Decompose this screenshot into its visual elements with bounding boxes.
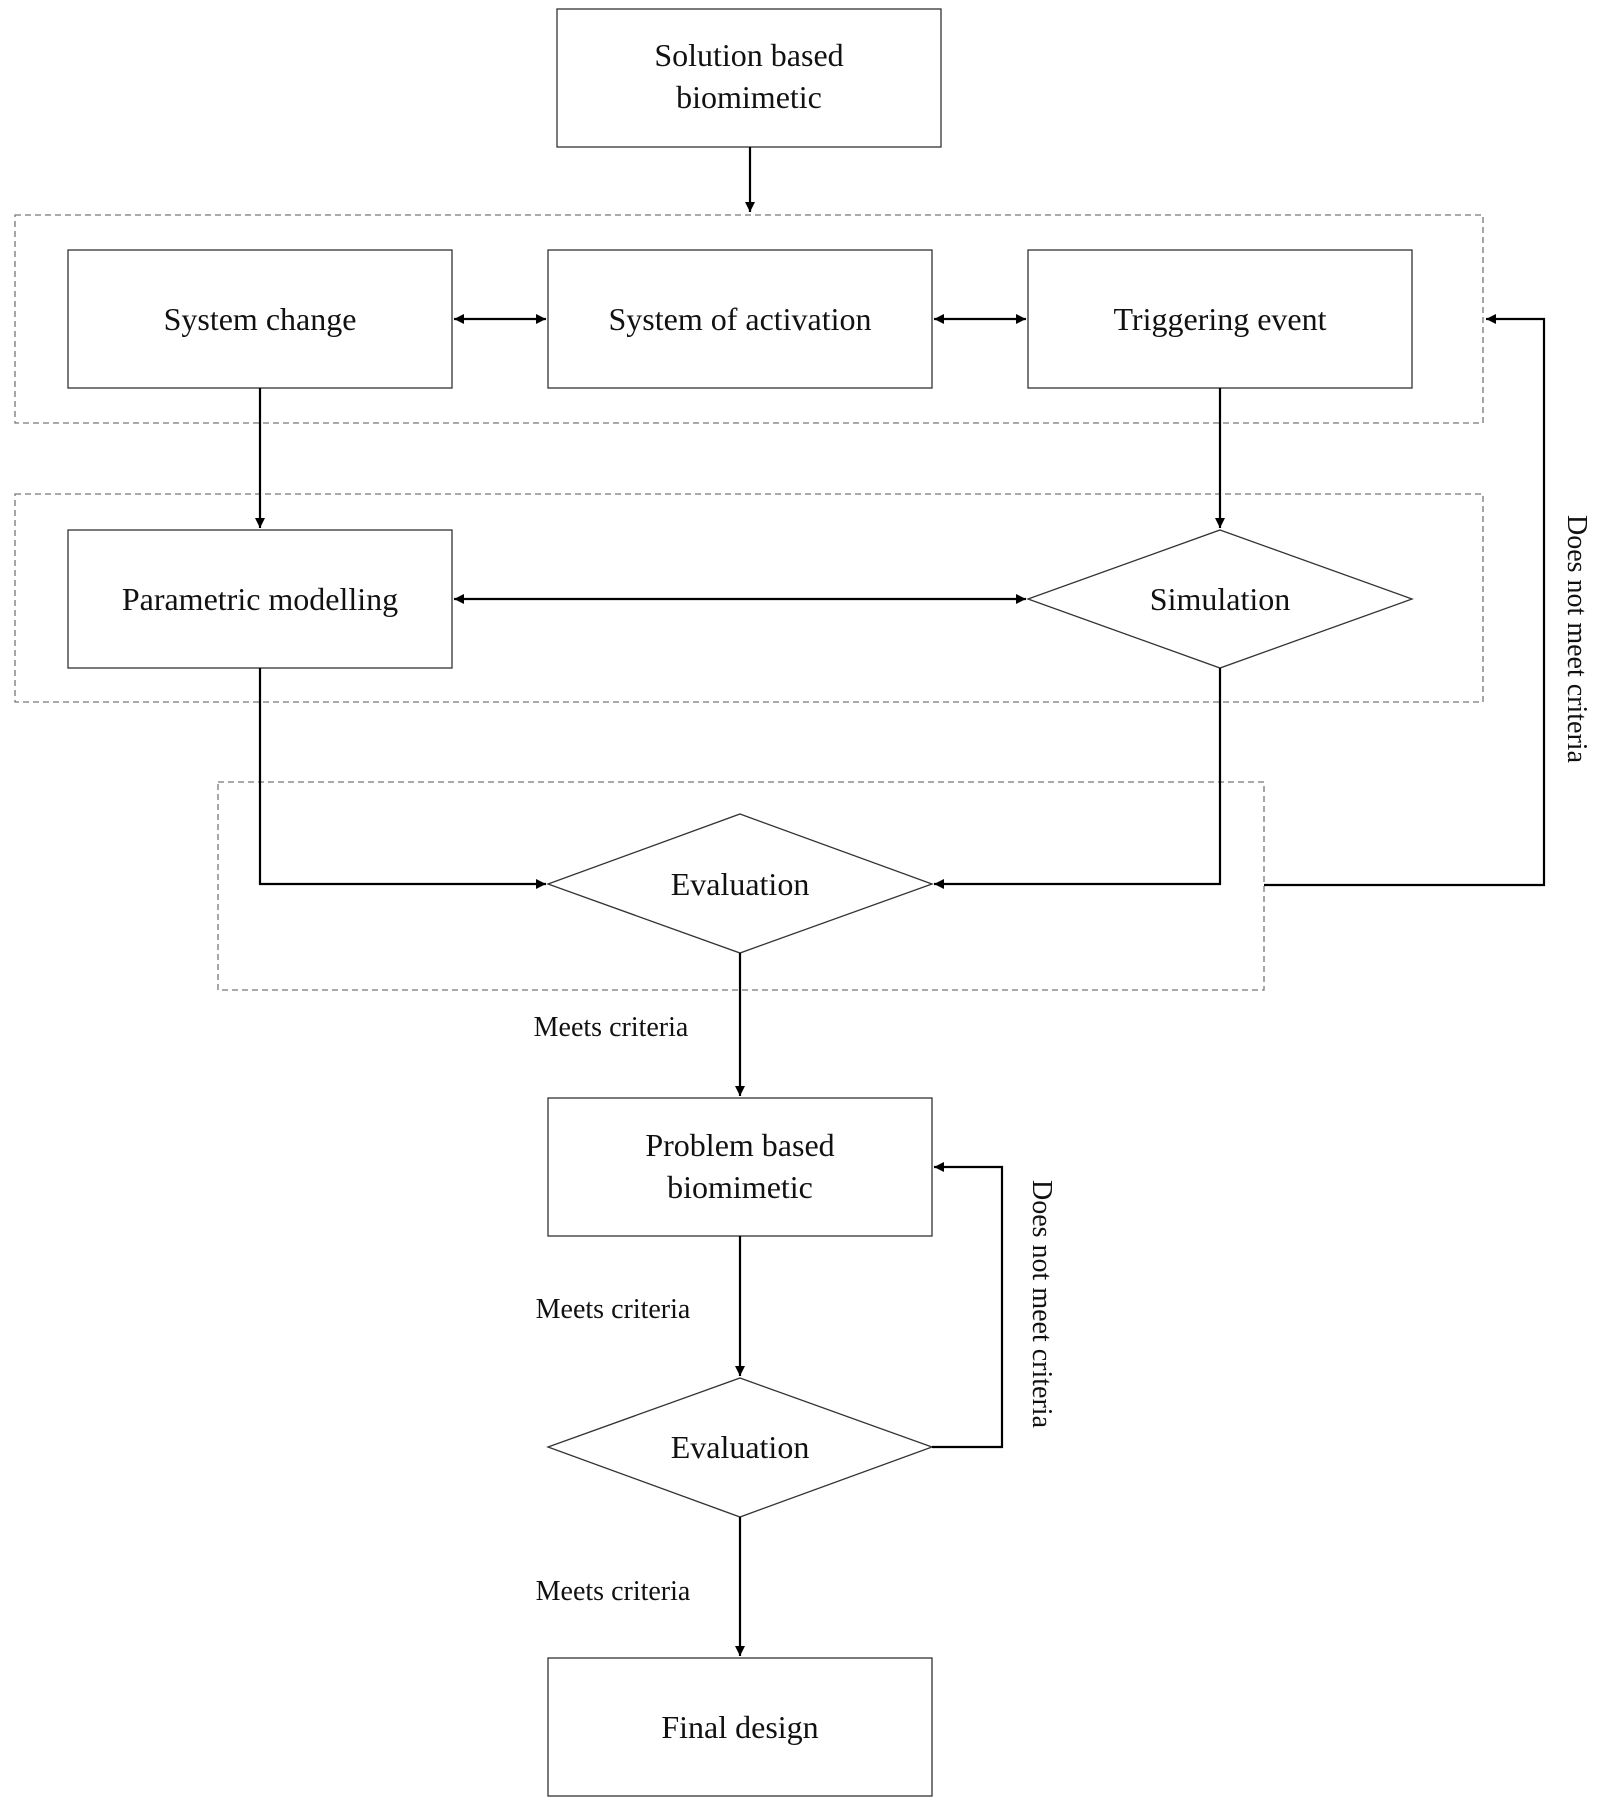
final-design-label: Final design	[661, 1709, 818, 1745]
solution-based-label-line2: biomimetic	[676, 79, 822, 115]
evaluation-1-label: Evaluation	[671, 866, 810, 902]
not-meets-criteria-label-2: Does not meet criteria	[1026, 1180, 1057, 1429]
triggering-event-label: Triggering event	[1113, 301, 1326, 337]
group-modelling-box	[14, 493, 1484, 703]
evaluation-2-label: Evaluation	[671, 1429, 810, 1465]
meets-criteria-label-2: Meets criteria	[536, 1294, 691, 1325]
not-meets-criteria-label-1: Does not meet criteria	[1561, 515, 1592, 764]
problem-based-label-line1: Problem based	[645, 1127, 834, 1163]
simulation-label: Simulation	[1150, 581, 1290, 617]
system-activation-label: System of activation	[608, 301, 871, 337]
meets-criteria-label-1: Meets criteria	[534, 1012, 689, 1043]
problem-based-label-line2: biomimetic	[667, 1169, 813, 1205]
system-change-label: System change	[164, 301, 357, 337]
arrow-not-meets-loop-2	[932, 1162, 1004, 1449]
arrow-not-meets-loop-1	[1264, 314, 1546, 887]
arrow-simulation-to-evaluation	[934, 668, 1222, 889]
system-activation-box	[547, 249, 933, 389]
triggering-event-box	[1027, 249, 1413, 389]
parametric-modelling-label: Parametric modelling	[122, 581, 398, 617]
solution-based-box	[556, 8, 942, 148]
parametric-modelling-box	[67, 529, 453, 669]
meets-criteria-label-3: Meets criteria	[536, 1576, 691, 1607]
problem-based-box	[547, 1097, 933, 1237]
system-change-box	[67, 249, 453, 389]
group-system-box	[14, 214, 1484, 424]
final-design-box	[547, 1657, 933, 1797]
arrow-parametric-to-evaluation	[258, 668, 546, 889]
solution-based-label-line1: Solution based	[654, 37, 843, 73]
